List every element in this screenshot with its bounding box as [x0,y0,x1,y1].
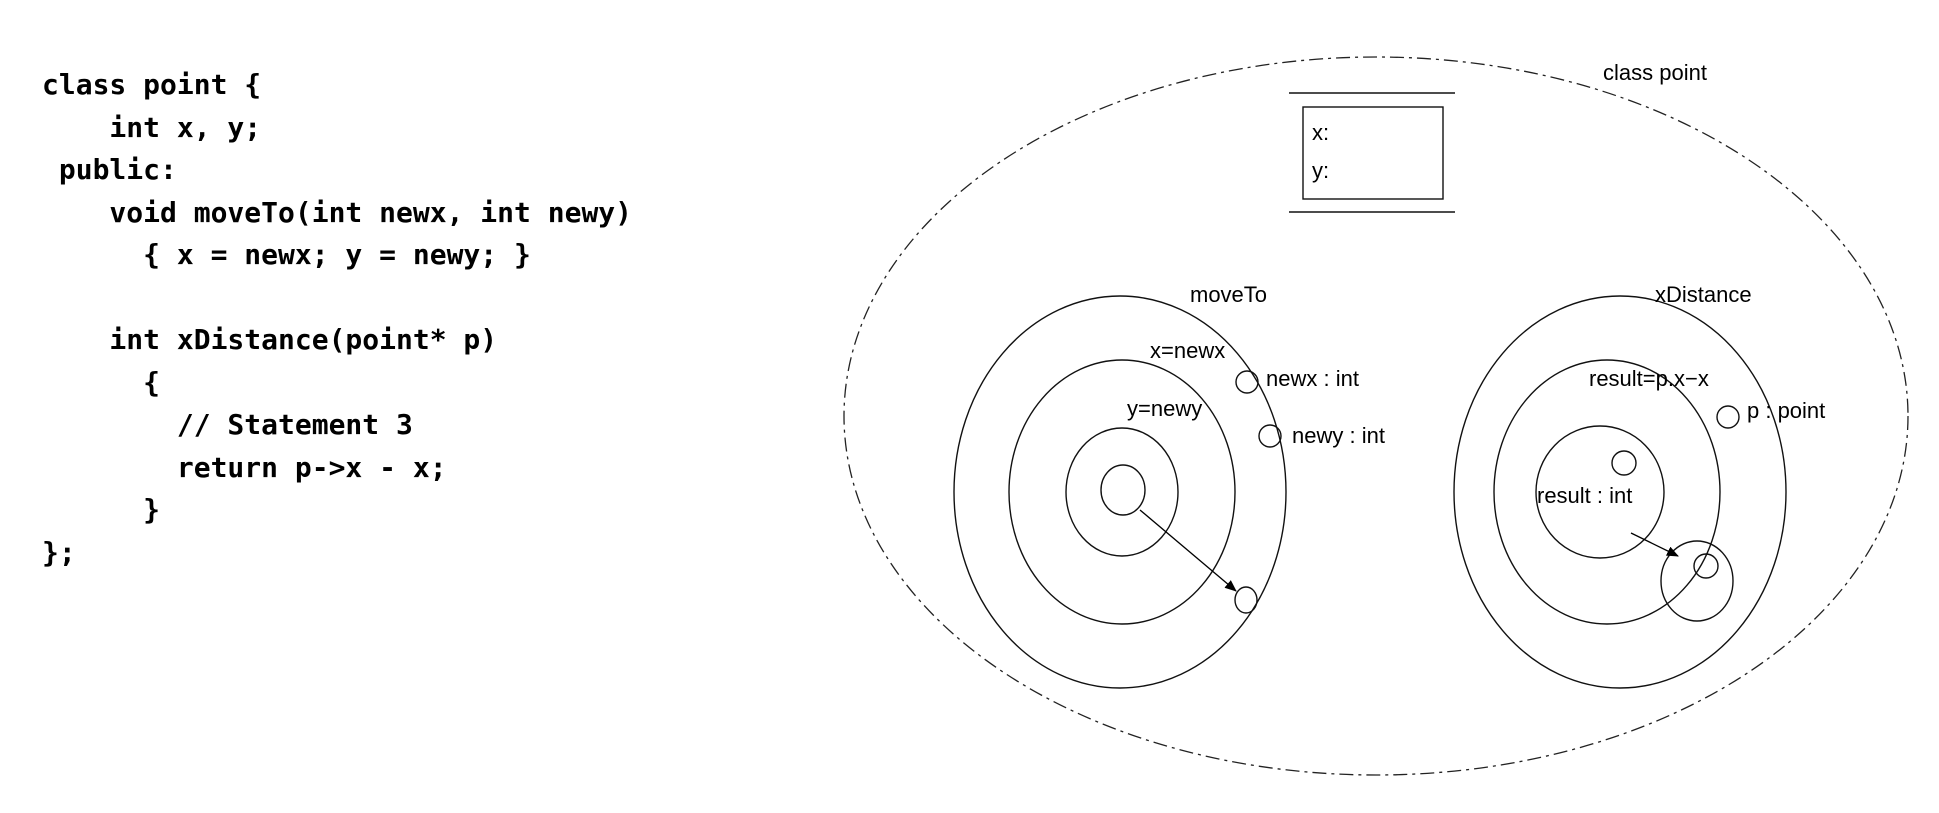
code-line: void moveTo(int newx, int newy) [42,195,633,229]
param-newy-marker [1258,424,1282,448]
xdistance-target-marker [1693,553,1719,579]
assign-y-label: y=newy [1127,396,1202,421]
xdistance-outer-ring [1453,295,1787,689]
moveto-scope: moveTo x=newx y=newy newx : int newy : i… [953,282,1385,689]
moveto-scope-label: moveTo [1190,282,1267,307]
xdistance-inner-ring [1535,425,1665,559]
xdistance-scope: xDistance result=p.x−x p : point result … [1453,282,1825,689]
local-result-marker [1611,450,1637,476]
code-line: }; [42,535,76,569]
param-newy-label: newy : int [1292,423,1385,448]
xdistance-target-ring [1660,540,1734,622]
moveto-core-ring [1100,464,1146,516]
moveto-inner-ring [1065,427,1179,557]
xdistance-middle-ring [1493,359,1721,625]
code-line: } [42,493,161,526]
code-line: { x = newx; y = newy; } [42,238,531,271]
field-x-label: x: [1312,120,1329,145]
xdistance-scope-label: xDistance [1655,282,1752,307]
param-p-label: p : point [1747,398,1825,423]
local-result-label: result : int [1537,483,1632,508]
assign-result-label: result=p.x−x [1589,366,1709,391]
code-line: return p->x - x; [42,450,447,484]
code-listing: class point { int x, y; public: void mov… [42,64,632,574]
class-label: class point [1603,60,1707,85]
code-line: int x, y; [42,110,262,144]
code-line: { [42,365,161,399]
moveto-arrow [1139,509,1237,592]
assign-x-label: x=newx [1150,338,1225,363]
fields-box [1302,106,1444,200]
field-y-label: y: [1312,158,1329,183]
code-line: int xDistance(point* p) [42,323,498,356]
moveto-middle-ring [1008,359,1236,625]
param-newx-label: newx : int [1266,366,1359,391]
code-line: class point { [42,68,262,101]
code-line: public: [42,153,177,186]
moveto-outer-ring [953,295,1287,689]
xdistance-arrow [1630,532,1679,557]
code-line: // Statement 3 [42,408,413,441]
moveto-target-marker [1234,586,1258,614]
param-p-marker [1716,405,1740,429]
class-scope-outline [843,56,1909,776]
param-newx-marker [1235,370,1259,394]
